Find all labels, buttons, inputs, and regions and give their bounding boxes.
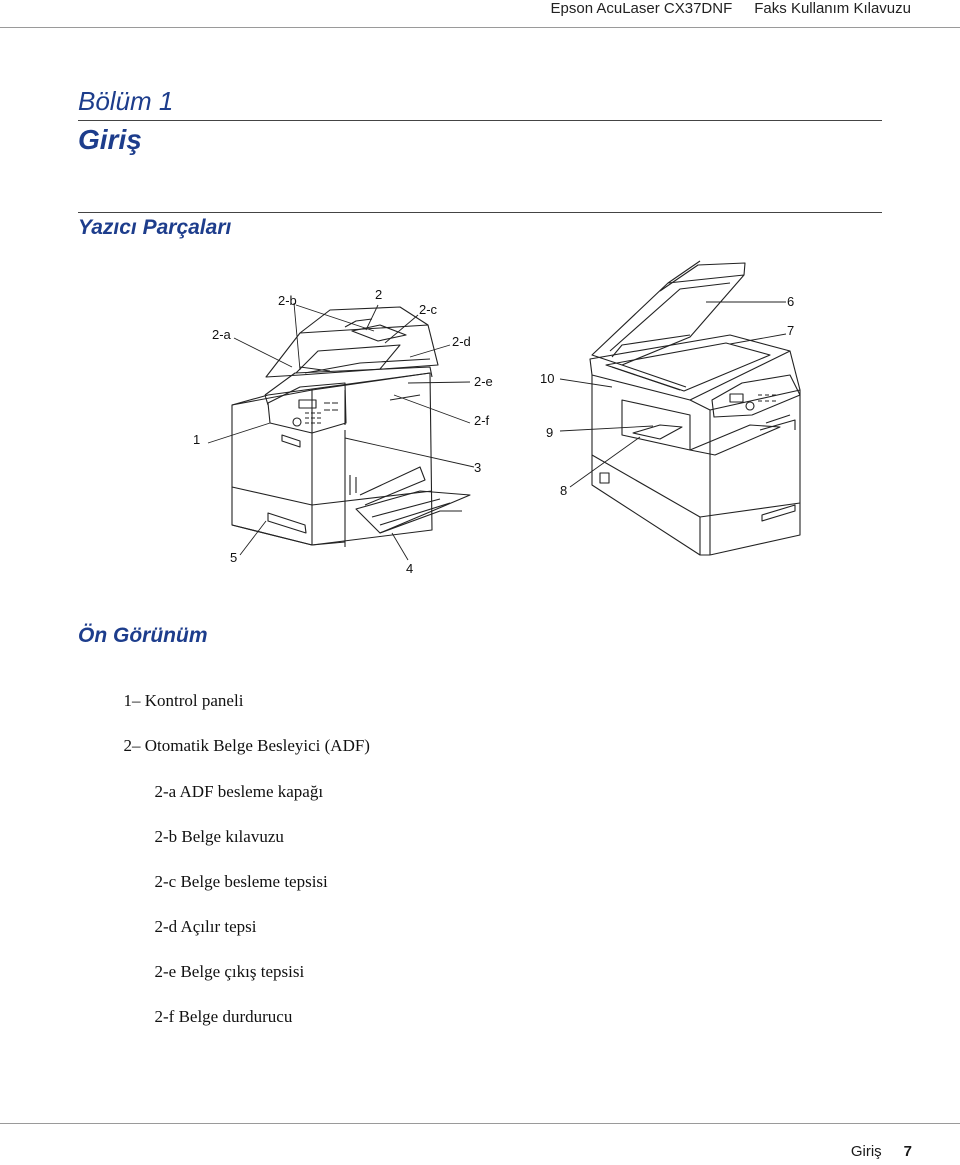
printer-parts-figure: 2-a 2-b 2 2-c 2-d 2-e 2-f 1 3 4 5 6 7 10… <box>0 255 960 585</box>
header-rule <box>0 27 960 28</box>
callout-label: 3 <box>474 460 481 475</box>
item-text: ADF besleme kapağı <box>179 782 324 801</box>
printer-illustration: 2-a 2-b 2 2-c 2-d 2-e 2-f 1 3 4 5 6 7 10… <box>193 260 801 576</box>
item-text: Belge besleme tepsisi <box>180 872 328 891</box>
header-product: Epson AcuLaser CX37DNF <box>550 0 733 17</box>
item-number: 2-e <box>154 962 177 981</box>
left-printer-drawing <box>231 306 471 547</box>
chapter-label: Bölüm 1 <box>78 86 174 116</box>
callout-label: 6 <box>787 294 794 309</box>
list-item: 2– Otomatik Belge Besleyici (ADF) <box>115 716 370 756</box>
item-text: Belge kılavuzu <box>181 827 284 846</box>
item-text: Kontrol paneli <box>144 691 244 710</box>
callout-label: 9 <box>546 425 553 440</box>
item-text: Belge durdurucu <box>178 1007 293 1026</box>
item-number: 2– <box>123 736 141 755</box>
item-text: Belge çıkış tepsisi <box>180 962 305 981</box>
chapter-rule <box>78 120 882 121</box>
callout-leaders <box>207 301 787 561</box>
callout-label: 2-b <box>278 293 297 308</box>
item-number: 2-d <box>154 917 178 936</box>
chapter-title: Giriş <box>78 124 142 155</box>
callout-label: 2-c <box>419 302 438 317</box>
list-item: 2-c Belge besleme tepsisi <box>146 852 328 892</box>
callout-label: 8 <box>560 483 567 498</box>
callout-label: 2 <box>375 287 382 302</box>
section-title: Yazıcı Parçaları <box>78 216 232 239</box>
callout-label: 2-f <box>474 413 490 428</box>
callout-label: 2-d <box>452 334 471 349</box>
item-text: Otomatik Belge Besleyici (ADF) <box>144 736 370 755</box>
list-item: 2-f Belge durdurucu <box>146 987 293 1027</box>
callout-label: 4 <box>406 561 413 576</box>
section-rule <box>78 212 882 213</box>
subsection-title: Ön Görünüm <box>78 624 208 647</box>
list-item: 2-a ADF besleme kapağı <box>146 762 324 802</box>
running-header: Epson AcuLaser CX37DNF Faks Kullanım Kıl… <box>551 0 912 24</box>
item-number: 2-c <box>154 872 177 891</box>
page-footer: Giriş 7 <box>851 1143 912 1160</box>
callout-label: 2-e <box>474 374 493 389</box>
callout-label: 1 <box>193 432 200 447</box>
footer-rule <box>0 1123 960 1124</box>
callout-labels: 2-a 2-b 2 2-c 2-d 2-e 2-f 1 3 4 5 6 7 10… <box>193 287 794 576</box>
callout-label: 5 <box>230 550 237 565</box>
footer-section: Giriş <box>850 1143 882 1160</box>
item-number: 2-f <box>154 1007 175 1026</box>
list-item: 2-d Açılır tepsi <box>146 897 257 937</box>
page-number: 7 <box>903 1143 912 1160</box>
header-manual-title: Faks Kullanım Kılavuzu <box>754 0 911 17</box>
item-number: 1– <box>123 691 141 710</box>
callout-label: 2-a <box>212 327 232 342</box>
callout-label: 10 <box>540 371 554 386</box>
list-item: 2-b Belge kılavuzu <box>146 807 284 847</box>
right-printer-drawing <box>589 260 801 556</box>
item-number: 2-b <box>154 827 178 846</box>
list-item: 1– Kontrol paneli <box>115 671 244 711</box>
list-item: 2-e Belge çıkış tepsisi <box>146 942 305 982</box>
item-number: 2-a <box>154 782 177 801</box>
callout-label: 7 <box>787 323 794 338</box>
item-text: Açılır tepsi <box>180 917 257 936</box>
